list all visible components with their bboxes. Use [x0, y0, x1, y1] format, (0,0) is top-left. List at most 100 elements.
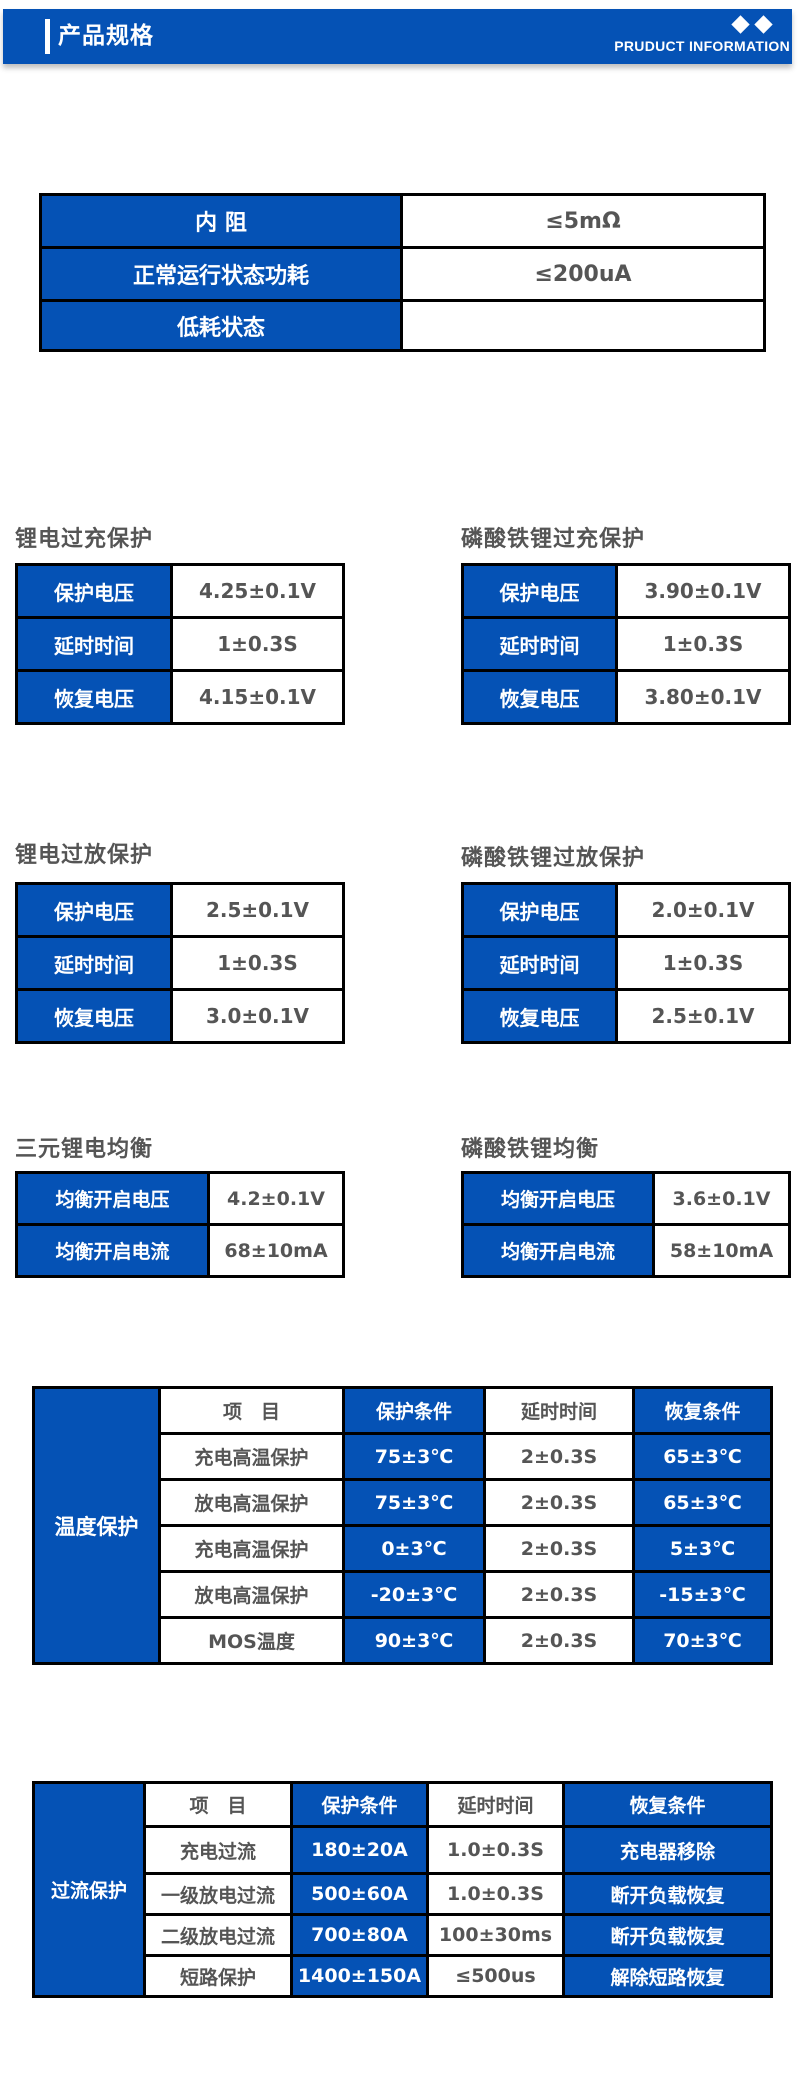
spec-label: 延时时间 — [15, 616, 173, 672]
table-row: 充电高温保护 75±3℃ 2±0.3S 65±3℃ — [34, 1432, 773, 1481]
protect-cell: 75±3℃ — [342, 1432, 486, 1481]
protect-cell: 700±80A — [290, 1913, 429, 1957]
column-header-item: 项 目 — [143, 1781, 293, 1828]
protect-cell: 180±20A — [290, 1825, 429, 1875]
table-row: 恢复电压 3.80±0.1V — [461, 669, 791, 725]
table-row: MOS温度 90±3℃ 2±0.3S 70±3℃ — [34, 1616, 773, 1665]
ternary-balance-title: 三元锂电均衡 — [15, 1137, 154, 1162]
item-cell: 一级放电过流 — [143, 1872, 293, 1916]
spec-value: 1±0.3S — [170, 616, 345, 672]
recover-cell: 65±3℃ — [632, 1432, 773, 1481]
delay-cell: 2±0.3S — [483, 1524, 635, 1573]
item-cell: 放电高温保护 — [158, 1570, 345, 1619]
spec-label: 恢复电压 — [461, 988, 618, 1044]
table-header-row: 过流保护 项 目 保护条件 延时时间 恢复条件 — [32, 1781, 773, 1998]
protect-cell: 0±3℃ — [342, 1524, 486, 1573]
spec-value: 68±10mA — [207, 1223, 345, 1278]
table-row: 内 阻 ≤5mΩ — [39, 193, 766, 249]
page-subtitle: PRUDUCT INFORMATION — [614, 38, 790, 54]
lfp-balance-table: 均衡开启电压 3.6±0.1V 均衡开启电流 58±10mA — [461, 1171, 791, 1278]
protect-cell: -20±3℃ — [342, 1570, 486, 1619]
spec-value: 3.80±0.1V — [615, 669, 791, 725]
spec-label: 恢复电压 — [461, 669, 618, 725]
spec-label: 延时时间 — [15, 935, 173, 991]
spec-value: 3.90±0.1V — [615, 563, 791, 619]
spec-value: 2.5±0.1V — [170, 882, 345, 938]
spec-value: 58±10mA — [652, 1223, 791, 1278]
spec-value: 1±0.3S — [615, 935, 791, 991]
delay-cell: 2±0.3S — [483, 1616, 635, 1665]
spec-value: 1±0.3S — [615, 616, 791, 672]
spec-label: 内 阻 — [39, 193, 403, 249]
table-row: 均衡开启电压 4.2±0.1V — [15, 1171, 345, 1226]
spec-value: 1±0.3S — [170, 935, 345, 991]
spec-label: 保护电压 — [461, 882, 618, 938]
spec-label: 恢复电压 — [15, 669, 173, 725]
delay-cell: 100±30ms — [426, 1913, 565, 1957]
general-spec-table: 内 阻 ≤5mΩ 正常运行状态功耗 ≤200uA 低耗状态 — [39, 193, 766, 352]
overcurrent-protection-table: 过流保护 项 目 保护条件 延时时间 恢复条件 充电过流 180±20A 1.0… — [32, 1781, 773, 1998]
column-header-delay: 延时时间 — [426, 1781, 565, 1828]
li-overcharge-table: 保护电压 4.25±0.1V 延时时间 1±0.3S 恢复电压 4.15±0.1… — [15, 563, 345, 725]
spec-label: 均衡开启电流 — [461, 1223, 655, 1278]
spec-label: 保护电压 — [15, 563, 173, 619]
spec-value: 4.15±0.1V — [170, 669, 345, 725]
table-row: 均衡开启电压 3.6±0.1V — [461, 1171, 791, 1226]
spec-value: 4.25±0.1V — [170, 563, 345, 619]
spec-label: 均衡开启电流 — [15, 1223, 210, 1278]
diamond-icon — [731, 15, 750, 34]
item-cell: 充电高温保护 — [158, 1524, 345, 1573]
item-cell: MOS温度 — [158, 1616, 345, 1665]
overcurrent-side-label: 过流保护 — [32, 1781, 146, 1998]
column-header-delay: 延时时间 — [483, 1386, 635, 1435]
table-row: 均衡开启电流 68±10mA — [15, 1223, 345, 1278]
recover-cell: -15±3℃ — [632, 1570, 773, 1619]
table-row: 恢复电压 4.15±0.1V — [15, 669, 345, 725]
temperature-protection-table: 温度保护 项 目 保护条件 延时时间 恢复条件 充电高温保护 75±3℃ 2±0… — [32, 1386, 773, 1665]
protect-cell: 75±3℃ — [342, 1478, 486, 1527]
spec-label: 低耗状态 — [39, 299, 403, 352]
lfp-overcharge-table: 保护电压 3.90±0.1V 延时时间 1±0.3S 恢复电压 3.80±0.1… — [461, 563, 791, 725]
spec-label: 延时时间 — [461, 935, 618, 991]
title-accent-bar — [45, 19, 50, 54]
delay-cell: 1.0±0.3S — [426, 1872, 565, 1916]
spec-label: 恢复电压 — [15, 988, 173, 1044]
delay-cell: 2±0.3S — [483, 1570, 635, 1619]
table-row: 延时时间 1±0.3S — [461, 616, 791, 672]
table-row: 一级放电过流 500±60A 1.0±0.3S 断开负载恢复 — [34, 1872, 773, 1916]
li-overdischarge-title: 锂电过放保护 — [15, 843, 154, 868]
table-row: 保护电压 2.0±0.1V — [461, 882, 791, 938]
temperature-side-label: 温度保护 — [32, 1386, 161, 1665]
spec-label: 正常运行状态功耗 — [39, 246, 403, 302]
table-row: 放电高温保护 -20±3℃ 2±0.3S -15±3℃ — [34, 1570, 773, 1619]
table-row: 低耗状态 — [39, 299, 766, 352]
table-row: 恢复电压 2.5±0.1V — [461, 988, 791, 1044]
table-row: 二级放电过流 700±80A 100±30ms 断开负载恢复 — [34, 1913, 773, 1957]
protect-cell: 1400±150A — [290, 1954, 429, 1998]
table-row: 延时时间 1±0.3S — [461, 935, 791, 991]
lfp-overdischarge-table: 保护电压 2.0±0.1V 延时时间 1±0.3S 恢复电压 2.5±0.1V — [461, 882, 791, 1044]
spec-label: 延时时间 — [461, 616, 618, 672]
column-header-item: 项 目 — [158, 1386, 345, 1435]
column-header-protect: 保护条件 — [290, 1781, 429, 1828]
delay-cell: 2±0.3S — [483, 1432, 635, 1481]
li-overdischarge-table: 保护电压 2.5±0.1V 延时时间 1±0.3S 恢复电压 3.0±0.1V — [15, 882, 345, 1044]
lfp-balance-title: 磷酸铁锂均衡 — [461, 1137, 600, 1162]
lfp-overdischarge-title: 磷酸铁锂过放保护 — [461, 846, 646, 871]
section-header-banner: 产品规格 PRUDUCT INFORMATION — [3, 9, 792, 64]
spec-value — [400, 299, 766, 352]
item-cell: 短路保护 — [143, 1954, 293, 1998]
recover-cell: 充电器移除 — [562, 1825, 773, 1875]
spec-label: 保护电压 — [461, 563, 618, 619]
spec-label: 均衡开启电压 — [461, 1171, 655, 1226]
table-header-row: 温度保护 项 目 保护条件 延时时间 恢复条件 — [32, 1386, 773, 1665]
table-row: 放电高温保护 75±3℃ 2±0.3S 65±3℃ — [34, 1478, 773, 1527]
table-row: 延时时间 1±0.3S — [15, 935, 345, 991]
table-row: 充电高温保护 0±3℃ 2±0.3S 5±3℃ — [34, 1524, 773, 1573]
table-row: 正常运行状态功耗 ≤200uA — [39, 246, 766, 302]
delay-cell: ≤500us — [426, 1954, 565, 1998]
spec-label: 均衡开启电压 — [15, 1171, 210, 1226]
page-title: 产品规格 — [58, 23, 154, 49]
table-row: 保护电压 3.90±0.1V — [461, 563, 791, 619]
table-row: 恢复电压 3.0±0.1V — [15, 988, 345, 1044]
